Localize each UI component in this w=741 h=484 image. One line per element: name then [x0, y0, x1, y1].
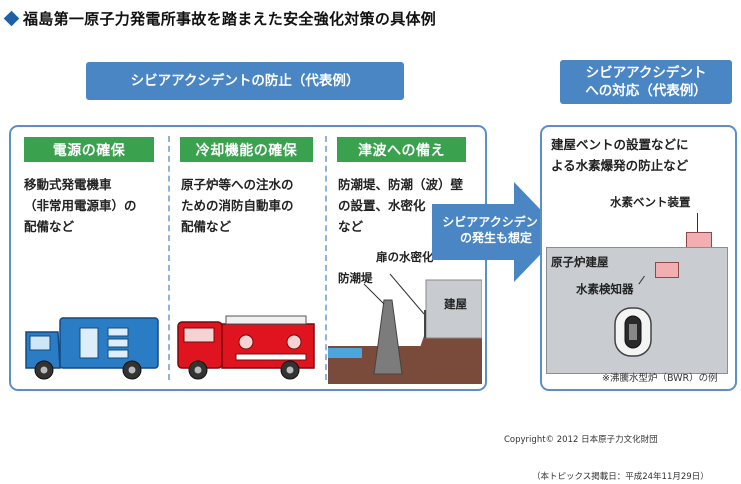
- door-label: 扉の水密化: [376, 250, 434, 264]
- arrow-text: シビアアクシデント の発生も想定: [436, 214, 556, 246]
- cooling-line: 配備など: [181, 219, 232, 234]
- hydrogen-detector-icon: [655, 262, 679, 278]
- power-line: 移動式発電機車: [24, 177, 112, 192]
- response-line: 建屋ベントの設置などに: [551, 137, 689, 152]
- power-label: 電源の確保: [24, 137, 154, 162]
- tsunami-label: 津波への備え: [337, 137, 466, 162]
- arrow-line: の発生も想定: [459, 231, 532, 245]
- cooling-line: ための消防自動車の: [181, 198, 294, 213]
- reactor-vessel-icon: [614, 307, 652, 357]
- tsunami-description: 防潮堤、防潮（波）壁 の設置、水密化 など: [338, 174, 478, 237]
- title-row: 福島第一原子力発電所事故を踏まえた安全強化対策の具体例: [3, 8, 437, 29]
- power-description: 移動式発電機車 （非常用電源車）の 配備など: [24, 174, 164, 237]
- reactor-building-label: 原子炉建屋: [551, 255, 609, 269]
- power-line: 配備など: [24, 219, 75, 234]
- response-header-line-1: シビアアクシデント: [585, 64, 707, 81]
- cooling-label: 冷却機能の確保: [180, 137, 313, 162]
- vent-label: 水素ベント装置: [610, 195, 691, 209]
- cooling-line: 原子炉等への注水の: [181, 177, 294, 192]
- seawall-illustration: [328, 273, 482, 384]
- prevention-header: シビアアクシデントの防止（代表例）: [86, 62, 404, 100]
- publish-date: （本トピックス掲載日：平成24年11月29日）: [532, 472, 709, 482]
- vent-leader-line: [697, 213, 698, 232]
- building-label: 建屋: [444, 297, 467, 311]
- tsunami-line: の設置、水密化: [338, 198, 426, 213]
- page-title: 福島第一原子力発電所事故を踏まえた安全強化対策の具体例: [23, 10, 437, 28]
- response-line: よる水素爆発の防止など: [551, 158, 689, 173]
- tsunami-line: 防潮堤、防潮（波）壁: [338, 177, 464, 192]
- power-line: （非常用電源車）の: [24, 198, 137, 213]
- tsunami-line: など: [338, 219, 364, 234]
- copyright: Copyright© 2012 日本原子力文化財団: [504, 435, 658, 445]
- column-divider: [325, 136, 327, 380]
- bwr-note: ※沸騰水型炉（BWR）の例: [602, 373, 718, 384]
- arrow-line: シビアアクシデント: [442, 215, 550, 229]
- column-divider: [168, 136, 170, 380]
- detector-label: 水素検知器: [576, 282, 634, 296]
- generator-truck-icon: [25, 317, 159, 380]
- cooling-description: 原子炉等への注水の ための消防自動車の 配備など: [181, 174, 326, 237]
- fire-truck-icon: [177, 315, 315, 380]
- response-description: 建屋ベントの設置などに よる水素爆発の防止など: [551, 134, 733, 176]
- response-header-line-2: への対応（代表例）: [585, 83, 707, 99]
- right-arrow-icon: [432, 182, 562, 282]
- diamond-bullet-icon: [3, 10, 20, 27]
- seawall-label: 防潮堤: [338, 271, 373, 285]
- response-header: シビアアクシデント への対応（代表例）: [560, 60, 732, 104]
